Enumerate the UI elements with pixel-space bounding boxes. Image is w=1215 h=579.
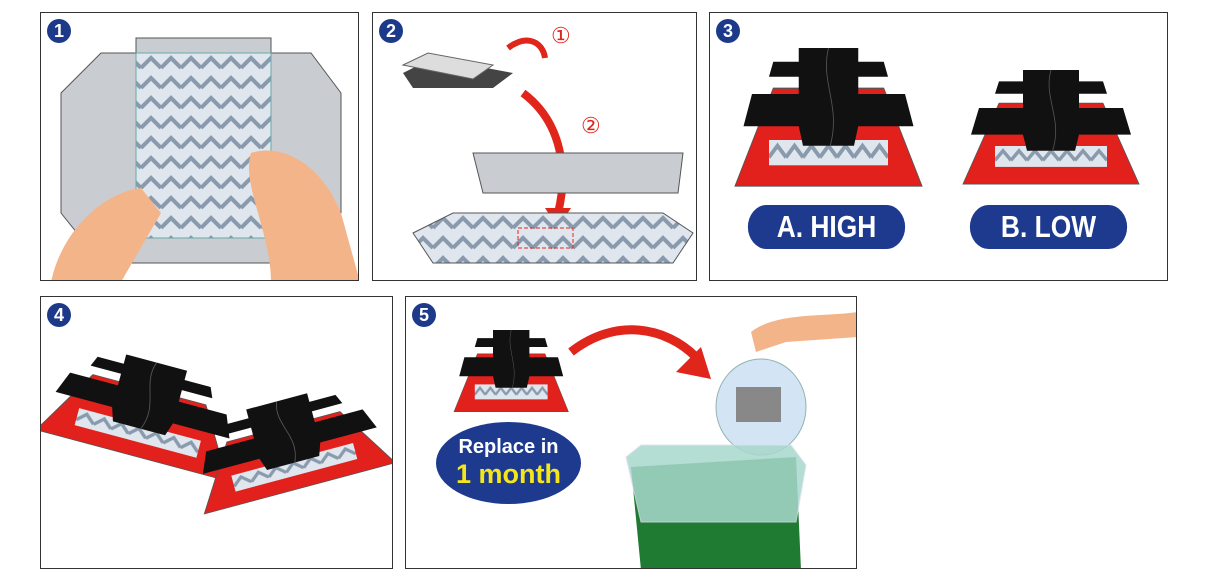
place-traps-illustration	[41, 336, 392, 515]
unfold-trap-illustration	[51, 37, 358, 280]
step-3-panel: 3 A. HIGH B. LOW	[709, 12, 1168, 281]
badge-line-1: Replace in	[458, 436, 559, 458]
replace-in-1-month-badge: Replace in 1 month	[436, 422, 581, 504]
step-number: 3	[716, 19, 740, 43]
option-high-label: A. HIGH	[747, 205, 906, 249]
step-number: 2	[379, 19, 403, 43]
step-number: 4	[47, 303, 71, 327]
insert-bait-illustration	[401, 37, 694, 264]
step-number: 5	[412, 303, 436, 327]
dispose-trap-illustration	[453, 312, 856, 568]
step-5-panel: 5 Replace in 1 month	[405, 296, 857, 569]
step-2-panel: 2 ① ②	[372, 12, 697, 281]
callout-1: ①	[551, 23, 571, 48]
option-low-label: B. LOW	[969, 205, 1128, 249]
step-number: 1	[47, 19, 71, 43]
badge-line-2: 1 month	[456, 459, 561, 489]
trap-low-illustration	[962, 69, 1140, 185]
step-1-panel: 1	[40, 12, 359, 281]
trap-high-illustration	[734, 47, 923, 187]
callout-2: ②	[581, 113, 601, 138]
step-4-panel: 4	[40, 296, 393, 569]
